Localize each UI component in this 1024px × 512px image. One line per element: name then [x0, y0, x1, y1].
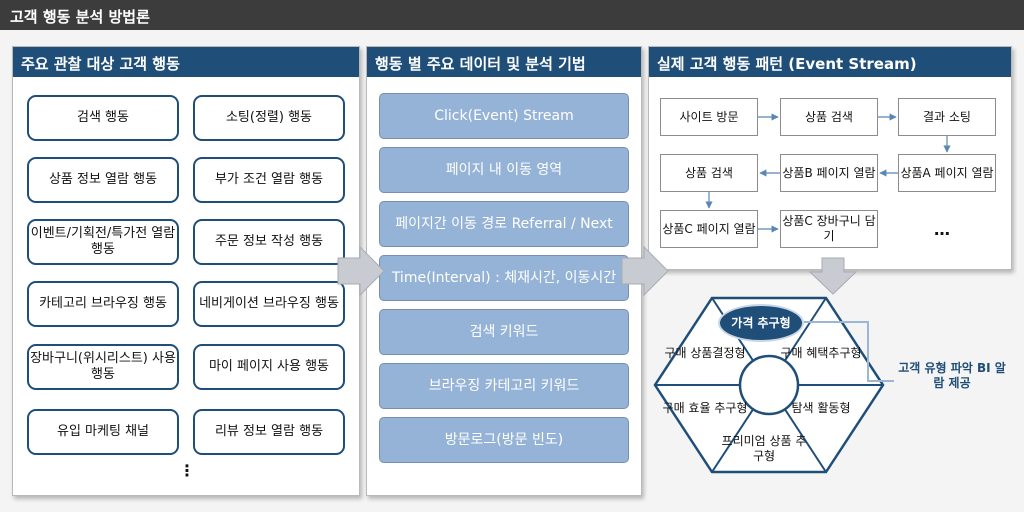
data-panel: 행동 별 주요 데이터 및 분석 기법 Click(Event) Stream …	[366, 46, 642, 496]
behavior-item: 상품 정보 열람 행동	[27, 157, 179, 203]
stream-step: 상품 검색	[780, 98, 878, 136]
technique-item: 검색 키워드	[379, 309, 629, 355]
behaviors-panel-title: 주요 관찰 대상 고객 행동	[21, 55, 180, 73]
behavior-item: 리뷰 정보 열람 행동	[193, 409, 345, 455]
page-title: 고객 행동 분석 방법론	[10, 8, 150, 26]
data-panel-title: 행동 별 주요 데이터 및 분석 기법	[375, 55, 586, 73]
stream-step: 상품C 페이지 열람	[660, 210, 758, 248]
behavior-item: 검색 행동	[27, 95, 179, 141]
technique-item: Click(Event) Stream	[379, 93, 629, 139]
technique-item: 페이지 내 이동 영역	[379, 147, 629, 193]
stream-step: 상품C 장바구니 담기	[780, 210, 878, 248]
stream-panel-header: 실제 고객 행동 패턴 (Event Stream)	[649, 47, 1011, 77]
behaviors-panel-body: 검색 행동 소팅(정렬) 행동 상품 정보 열람 행동 부가 조건 열람 행동 …	[13, 77, 359, 495]
technique-item: Time(Interval) : 체재시간, 이동시간	[379, 255, 629, 301]
center-type-badge: 가격 추구형	[718, 304, 804, 342]
behavior-item: 이벤트/기획전/특가전 열람 행동	[27, 219, 179, 265]
behavior-item: 주문 정보 작성 행동	[193, 219, 345, 265]
stream-step: 결과 소팅	[898, 98, 996, 136]
data-panel-header: 행동 별 주요 데이터 및 분석 기법	[367, 47, 641, 77]
technique-item: 브라우징 카테고리 키워드	[379, 363, 629, 409]
technique-item: 페이지간 이동 경로 Referral / Next	[379, 201, 629, 247]
customer-type-label: 구매 혜택추구형	[780, 346, 862, 360]
stream-panel-title: 실제 고객 행동 패턴 (Event Stream)	[657, 55, 917, 73]
behavior-item: 네비게이션 브라우징 행동	[193, 281, 345, 327]
customer-type-label: 구매 효율 추구형	[662, 401, 748, 415]
behaviors-panel: 주요 관찰 대상 고객 행동 검색 행동 소팅(정렬) 행동 상품 정보 열람 …	[12, 46, 360, 496]
stream-step: 상품 검색	[660, 154, 758, 192]
customer-type-label: 탐색 활동형	[791, 401, 851, 415]
behaviors-panel-header: 주요 관찰 대상 고객 행동	[13, 47, 359, 77]
customer-type-label: 구매 상품결정형	[664, 346, 746, 360]
outcome-label: 고객 유형 파악 BI 알람 제공	[898, 361, 1006, 390]
data-panel-body: Click(Event) Stream 페이지 내 이동 영역 페이지간 이동 …	[367, 77, 641, 495]
behavior-item: 유입 마케팅 채널	[27, 409, 179, 455]
behavior-item: 소팅(정렬) 행동	[193, 95, 345, 141]
behavior-item: 마이 페이지 사용 행동	[193, 344, 345, 390]
stream-step: 상품A 페이지 열람	[898, 154, 996, 192]
behavior-item: 부가 조건 열람 행동	[193, 157, 345, 203]
stream-more: …	[934, 220, 950, 239]
stream-step: 사이트 방문	[660, 98, 758, 136]
behavior-item: 장바구니(위시리스트) 사용 행동	[27, 344, 179, 390]
technique-item: 방문로그(방문 빈도)	[379, 417, 629, 463]
stream-step: 상품B 페이지 열람	[780, 154, 878, 192]
title-bar: 고객 행동 분석 방법론	[0, 0, 1024, 30]
customer-type-label: 프리미엄 상품 추구형	[721, 434, 807, 463]
behavior-item: 카테고리 브라우징 행동	[27, 281, 179, 327]
more-dots: ⋮	[179, 461, 195, 480]
